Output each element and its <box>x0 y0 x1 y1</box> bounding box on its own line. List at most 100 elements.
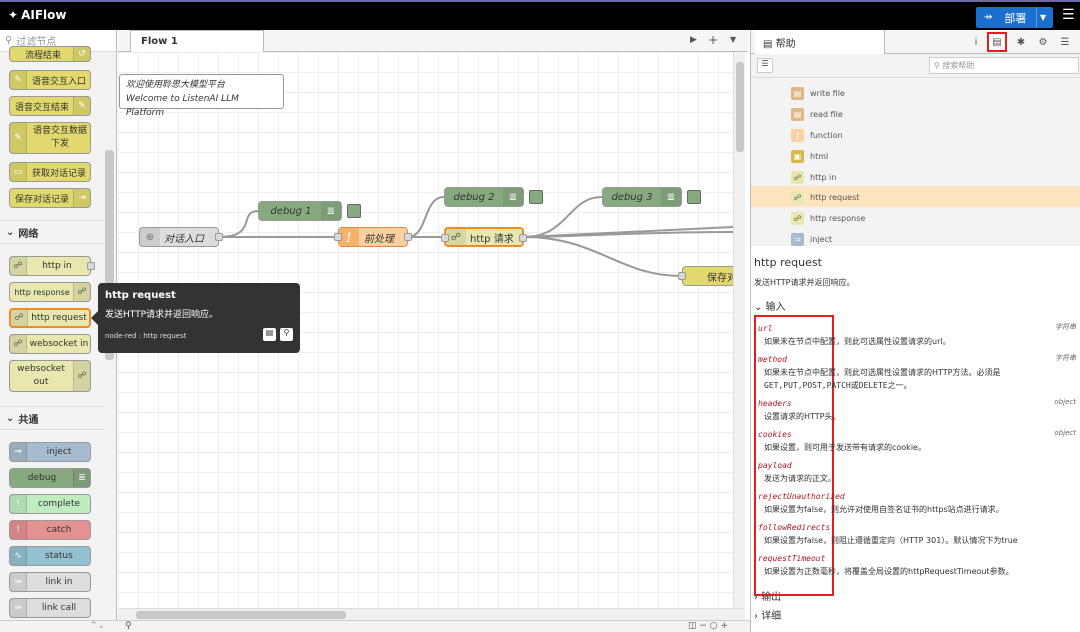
comment-node[interactable]: 欢迎使用聆思大模型平台 Welcome to ListenAI LLM Plat… <box>119 74 284 118</box>
inputs-section-toggle[interactable]: ⌄ 输入 <box>754 302 786 313</box>
deploy-icon: ⇸ <box>984 12 993 23</box>
details-section-toggle[interactable]: › 详细 <box>754 611 782 622</box>
info-icon[interactable]: i <box>974 36 978 48</box>
prop-reject-unauthorized: rejectUnauthorized <box>758 492 845 501</box>
node-debug-3[interactable]: debug 3 ≣ <box>602 187 701 207</box>
help-summary: 发送HTTP请求并返回响应。 <box>754 278 855 287</box>
outputs-section-toggle[interactable]: › 输出 <box>754 592 782 603</box>
search-icon[interactable]: ⚲ <box>125 621 132 631</box>
palette-node[interactable]: 保存对话记录⇥ <box>9 188 91 208</box>
globe-icon: ☍ <box>791 171 804 184</box>
list-item[interactable]: ▤write file <box>791 84 845 103</box>
add-tab-icon[interactable]: + <box>708 33 719 47</box>
globe-icon: ☍ <box>791 212 804 225</box>
category-network[interactable]: ⌄网络 <box>0 220 104 244</box>
list-item[interactable]: ☍http in <box>791 168 836 187</box>
category-common[interactable]: ⌄共通 <box>0 406 104 430</box>
node-save[interactable]: 保存对 <box>678 266 733 286</box>
help-sidebar: ▤ 帮助 i ▤ ✱ ⚙ ☰ ☰ ⚲ 搜索帮助 ▤write file ▤rea… <box>750 30 1080 632</box>
palette-node-complete[interactable]: !complete <box>9 494 91 514</box>
palette-node-debug[interactable]: debug≣ <box>9 468 91 488</box>
tooltip-title: http request <box>105 290 176 301</box>
voice-icon: ✎ <box>73 97 90 115</box>
highlight-box <box>754 315 834 596</box>
voice-icon: ✎ <box>10 123 27 153</box>
header-bar: ✦ AIFlow ⇸ 部署 ▼ ☰ <box>0 0 1080 30</box>
globe-icon: ☍ <box>11 310 28 326</box>
search-icon: ⚲ <box>5 35 13 46</box>
list-item-selected[interactable]: ☍http request <box>791 188 859 207</box>
palette-node-websocket-out[interactable]: websocket out☍ <box>9 360 91 392</box>
globe-icon: ☍ <box>791 191 804 204</box>
html-icon: ▣ <box>791 150 804 163</box>
palette-node[interactable]: ✎语音交互数据下发 <box>9 122 91 154</box>
help-search-input[interactable]: ⚲ 搜索帮助 <box>929 57 1079 74</box>
palette-node-websocket-in[interactable]: ☍websocket in <box>9 334 91 354</box>
palette-node[interactable]: 语音交互结束✎ <box>9 96 91 116</box>
node-debug-1[interactable]: debug 1 ≣ <box>258 201 361 221</box>
main-menu-icon[interactable]: ☰ <box>1062 7 1075 23</box>
palette-node-catch[interactable]: !catch <box>9 520 91 540</box>
palette-node-link-call[interactable]: ⇛link call <box>9 598 91 618</box>
node-preprocess[interactable]: ƒ 前处理 <box>334 227 412 247</box>
deploy-menu-chevron-icon[interactable]: ▼ <box>1040 13 1047 22</box>
debug-toggle[interactable] <box>347 204 361 218</box>
link-icon: ⇛ <box>10 599 27 617</box>
tab-flow-1[interactable]: Flow 1 <box>130 30 264 52</box>
play-icon[interactable]: ▶ <box>690 35 697 45</box>
debug-toggle[interactable] <box>687 190 701 204</box>
book-icon[interactable]: ▤ <box>263 328 276 341</box>
palette-node[interactable]: 流程结束↺ <box>9 46 91 62</box>
file-icon: ▤ <box>791 108 804 121</box>
book-icon[interactable]: ▤ <box>987 32 1007 52</box>
list-item[interactable]: ▤read file <box>791 105 843 124</box>
app-logo[interactable]: ✦ AIFlow <box>8 8 66 22</box>
database-icon[interactable]: ☰ <box>1060 36 1070 48</box>
palette-node-http-in[interactable]: ☍http in <box>9 256 95 276</box>
palette-node-inject[interactable]: ⇒inject <box>9 442 91 462</box>
list-toggle-icon[interactable]: ☰ <box>757 58 773 73</box>
list-item[interactable]: ⇒inject <box>791 230 832 246</box>
palette-node[interactable]: ▭获取对话记录 <box>9 162 91 182</box>
collapse-icon[interactable]: ⌃⌄ <box>90 621 106 631</box>
canvas-vertical-scrollbar[interactable] <box>733 52 745 608</box>
chevron-down-icon: ⌄ <box>6 412 15 424</box>
sidebar-tabs: ▤ 帮助 i ▤ ✱ ⚙ ☰ <box>751 30 1080 54</box>
bug-icon[interactable]: ✱ <box>1016 36 1026 48</box>
book-icon: ▤ <box>763 39 773 50</box>
palette-node-link-in[interactable]: ⇛link in <box>9 572 91 592</box>
tab-menu-chevron-icon[interactable]: ▼ <box>730 35 737 44</box>
node-entry[interactable]: ⊕ 对话入口 <box>139 227 223 247</box>
globe-icon: ☍ <box>73 361 90 391</box>
tooltip-footer: node-red : http request <box>105 332 187 340</box>
gear-icon[interactable]: ⚙ <box>1038 36 1048 48</box>
link-icon: ⇛ <box>10 573 27 591</box>
search-icon[interactable]: ⚲ <box>280 328 293 341</box>
pulse-icon: ∿ <box>10 547 27 565</box>
list-item[interactable]: ▣html <box>791 147 828 166</box>
wire <box>523 236 683 277</box>
palette-node-status[interactable]: ∿status <box>9 546 91 566</box>
node-debug-2[interactable]: debug 2 ≣ <box>444 187 543 207</box>
deploy-button[interactable]: ⇸ 部署 ▼ <box>976 7 1053 28</box>
palette-node-http-response[interactable]: http response☍ <box>9 282 91 302</box>
help-toolbar: ☰ ⚲ 搜索帮助 <box>751 54 1080 78</box>
node-http-request[interactable]: ☍ http 请求 <box>441 227 527 247</box>
deploy-label: 部署 <box>1004 11 1027 25</box>
palette-node[interactable]: ✎语音交互入口 <box>9 70 91 90</box>
zoom-controls[interactable]: ◫ − ○ + <box>688 621 729 631</box>
globe-icon: ☍ <box>446 229 466 245</box>
chevron-down-icon: ⌄ <box>6 226 15 238</box>
canvas-horizontal-scrollbar[interactable] <box>118 608 745 620</box>
palette-scrollbar[interactable] <box>105 150 114 360</box>
node-tooltip: http request 发送HTTP请求并返回响应。 node-red : h… <box>91 283 300 353</box>
globe-icon: ☍ <box>73 283 90 301</box>
tab-help[interactable]: ▤ 帮助 <box>755 30 885 54</box>
list-item[interactable]: ☍http response <box>791 209 865 228</box>
debug-toggle[interactable] <box>529 190 543 204</box>
palette-node-http-request[interactable]: ☍http request <box>9 308 91 328</box>
globe-icon: ☍ <box>10 257 27 275</box>
